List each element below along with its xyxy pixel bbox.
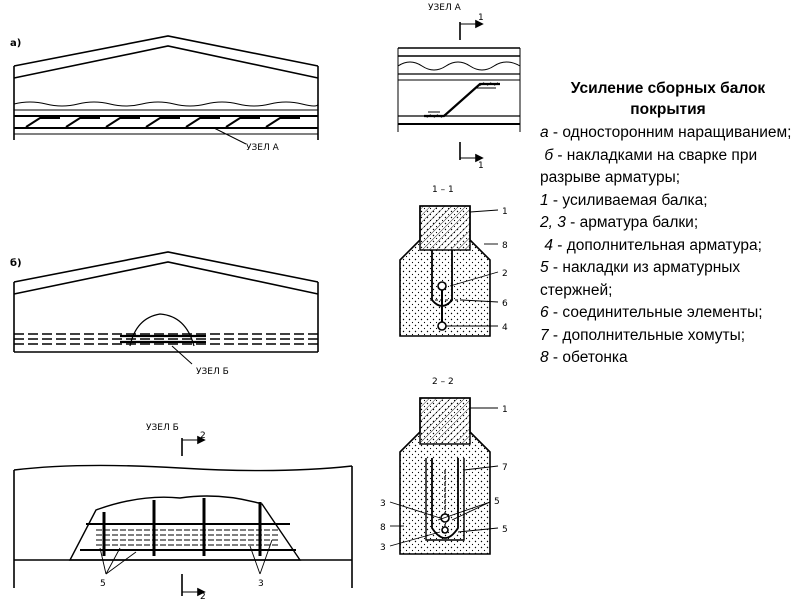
node-a-detail: УЗЕЛ А 1 1: [397, 3, 521, 171]
legend-item: 8 - обетонка: [540, 347, 796, 370]
legend-key: 1: [540, 191, 549, 209]
legend-item: а - односторонним наращиванием;: [540, 122, 796, 145]
node-a-title: УЗЕЛ А: [428, 3, 462, 13]
label-5-node-b: 5: [100, 579, 106, 589]
legend: Усиление сборных балок покрытия а - одно…: [540, 78, 796, 370]
label-1-sec22: 1: [502, 405, 508, 415]
label-5b-sec22: 5: [502, 525, 508, 535]
section-1-1-title: 1 – 1: [432, 185, 454, 195]
legend-text: - односторонним наращиванием;: [548, 124, 792, 141]
cut-2-top: 2: [200, 431, 206, 441]
legend-title-line2: покрытия: [630, 101, 706, 118]
figure-b-beam: б) УЗЕЛ Б: [10, 251, 319, 377]
legend-text: - усиливаемая балка;: [548, 191, 708, 209]
node-b-title: УЗЕЛ Б: [146, 423, 179, 433]
legend-text: - накладки из арматурных стержней;: [540, 259, 741, 299]
legend-key: 5: [540, 259, 549, 276]
label-4-sec11: 4: [502, 323, 508, 333]
legend-text: - дополнительная арматура;: [552, 236, 762, 254]
legend-key: б: [544, 146, 554, 164]
legend-item: б - накладками на сварке при разрыве арм…: [540, 145, 796, 190]
label-6-sec11: 6: [502, 299, 508, 309]
legend-title: Усиление сборных балок покрытия: [540, 78, 796, 120]
legend-text: - накладками на сварке при разрыве армат…: [540, 146, 758, 187]
legend-key: 7: [540, 326, 549, 344]
legend-key: а: [540, 124, 549, 141]
legend-item: 7 - дополнительные хомуты;: [540, 325, 796, 348]
label-2-sec11: 2: [502, 269, 508, 279]
node-b-detail: УЗЕЛ Б 2 5 3: [13, 423, 353, 600]
legend-text: - соединительные элементы;: [548, 304, 763, 321]
legend-key: 2, 3: [540, 214, 566, 231]
label-5a-sec22: 5: [494, 497, 500, 507]
section-2-2-title: 2 – 2: [432, 377, 454, 387]
node-a-callout: УЗЕЛ А: [246, 143, 280, 153]
legend-item: 2, 3 - арматура балки;: [540, 212, 796, 235]
legend-item: 4 - дополнительная арматура;: [540, 235, 796, 258]
legend-title-line1: Усиление сборных балок: [570, 80, 766, 97]
section-1-1: 1 – 1 1 8 2 6 4: [399, 185, 508, 337]
label-3-node-b: 3: [258, 579, 264, 589]
legend-key: 8: [540, 349, 549, 366]
label-8-sec22: 8: [380, 523, 386, 533]
figure-a-label: а): [10, 38, 21, 49]
label-3b-sec22: 3: [380, 543, 386, 553]
legend-item: 1 - усиливаемая балка;: [540, 190, 796, 213]
cut-1-top: 1: [478, 13, 484, 23]
legend-text: - арматура балки;: [565, 214, 699, 231]
figure-a-beam: а) УЗЕЛ А: [10, 35, 319, 153]
figure-b-label: б): [10, 257, 22, 269]
legend-text: - дополнительные хомуты;: [548, 326, 746, 344]
label-8-sec11: 8: [502, 241, 508, 251]
cut-2-bottom: 2: [200, 592, 206, 600]
legend-key: 4: [544, 236, 553, 254]
label-7-sec22: 7: [502, 463, 508, 473]
legend-key: 6: [540, 304, 549, 321]
cut-1-bottom: 1: [478, 161, 484, 171]
legend-item: 5 - накладки из арматурных стержней;: [540, 257, 796, 302]
node-b-callout: УЗЕЛ Б: [196, 367, 229, 377]
section-2-2: 2 – 2 1 7 5 5 3 8 3: [380, 377, 508, 555]
legend-item: 6 - соединительные элементы;: [540, 302, 796, 325]
label-3a-sec22: 3: [380, 499, 386, 509]
legend-text: - обетонка: [548, 349, 628, 366]
label-1-sec11: 1: [502, 207, 508, 217]
